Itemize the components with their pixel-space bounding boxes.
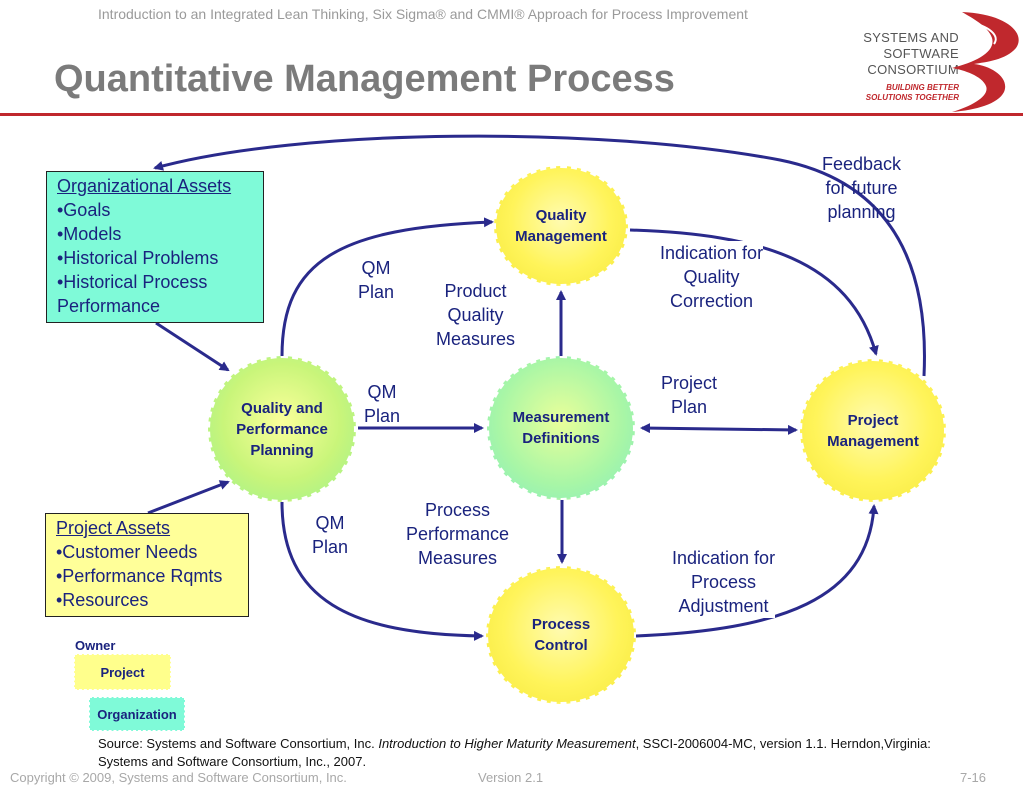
node-quality-performance-planning: Quality and Performance Planning — [208, 356, 356, 502]
node-label: Quality — [535, 207, 587, 224]
logo-swoosh-icon — [952, 12, 1019, 112]
legend-owner-label: Owner — [75, 638, 116, 653]
node-label: Management — [827, 432, 919, 450]
node-label: Performance — [236, 420, 328, 438]
title-divider — [0, 113, 1023, 116]
logo-tagline-2: SOLUTIONS TOGETHER — [865, 93, 959, 102]
footer-version: Version 2.1 — [478, 770, 544, 785]
arrow-feedback — [153, 134, 926, 377]
arrow-md-pm — [640, 423, 798, 435]
project-assets-box: Project Assets •Customer Needs •Performa… — [45, 513, 249, 617]
node-label: Measurement — [512, 409, 610, 426]
node-quality-management: Quality Management — [494, 166, 628, 286]
org-asset-item: •Models — [57, 224, 122, 244]
org-asset-item: Performance — [57, 296, 161, 316]
project-asset-item: •Customer Needs — [56, 542, 198, 562]
node-label: Project — [847, 411, 899, 429]
slide-title: Quantitative Management Process — [54, 58, 675, 100]
node-measurement-definitions: Measurement Definitions — [487, 356, 635, 500]
node-label: Control — [534, 637, 588, 654]
org-assets-heading: Organizational Assets — [57, 176, 232, 196]
source-citation: Source: Systems and Software Consortium,… — [98, 735, 978, 771]
arrow-qpp-to-pc — [280, 501, 484, 641]
source-suffix: , SSCI-2006004-MC, version 1.1. Herndon,… — [98, 736, 931, 769]
arrow-qm-to-pm — [629, 228, 879, 356]
project-assets-heading: Project Assets — [56, 518, 171, 538]
logo-text-line3: CONSORTIUM — [867, 62, 959, 77]
organizational-assets-box: Organizational Assets •Goals •Models •Hi… — [46, 171, 264, 323]
source-prefix: Source: Systems and Software Consortium,… — [98, 736, 379, 751]
node-label: Definitions — [522, 430, 600, 447]
node-label: Quality and — [241, 399, 323, 417]
slide-header-subtitle: Introduction to an Integrated Lean Think… — [98, 6, 748, 22]
logo-text-line2: SOFTWARE — [883, 46, 959, 61]
node-label: Management — [515, 228, 607, 245]
logo-tagline-1: BUILDING BETTER — [886, 83, 959, 92]
arrow-pc-to-pm — [635, 504, 879, 638]
project-asset-item: •Resources — [56, 590, 149, 610]
footer-copyright: Copyright © 2009, Systems and Software C… — [10, 770, 347, 785]
org-asset-item: •Historical Process — [57, 272, 208, 292]
org-asset-item: •Goals — [57, 200, 111, 220]
node-process-control: Process Control — [486, 566, 636, 704]
node-label: Process — [531, 616, 591, 633]
node-project-management: Project Management — [800, 359, 946, 502]
arrow-proj-to-qpp — [147, 480, 230, 515]
arrow-qpp-to-qm — [280, 217, 494, 357]
node-label: Planning — [250, 441, 314, 459]
consortium-logo: SYSTEMS AND SOFTWARE CONSORTIUM BUILDING… — [840, 4, 1023, 114]
source-book-title: Introduction to Higher Maturity Measurem… — [378, 736, 636, 751]
legend-project-chip: Project — [74, 654, 171, 690]
logo-text-line1: SYSTEMS AND — [863, 30, 959, 45]
arrow-org-to-qpp — [155, 321, 230, 372]
footer-page-number: 7-16 — [960, 770, 987, 785]
org-asset-item: •Historical Problems — [57, 248, 219, 268]
project-asset-item: •Performance Rqmts — [56, 566, 223, 586]
legend-organization-chip: Organization — [89, 697, 185, 731]
